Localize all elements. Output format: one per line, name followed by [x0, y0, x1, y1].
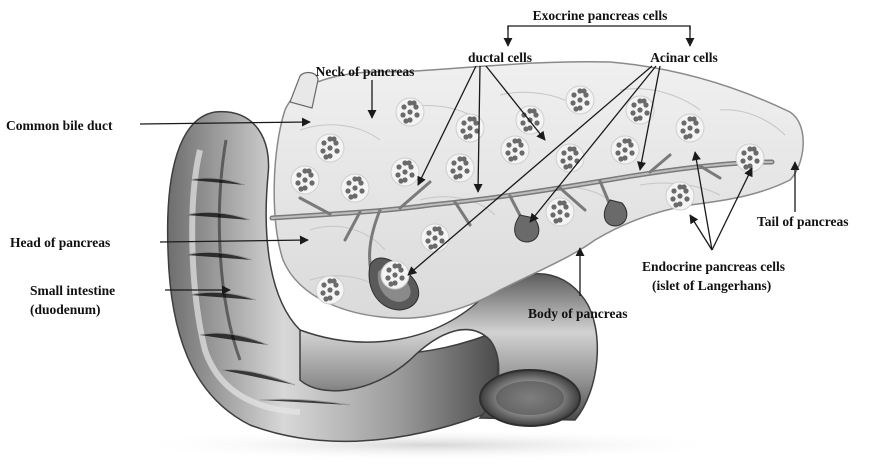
label-neck: Neck of pancreas: [316, 64, 415, 79]
islet-cluster: [556, 144, 584, 172]
islet-cluster: [666, 182, 694, 210]
label-head: Head of pancreas: [10, 235, 110, 250]
islet-cluster: [396, 98, 424, 126]
label-islet-langerhans: (islet of Langerhans): [652, 278, 771, 293]
islet-cluster: [381, 261, 409, 289]
islet-cluster: [546, 198, 574, 226]
islet-cluster: [566, 86, 594, 114]
islet-cluster: [611, 136, 639, 164]
islet-cluster: [391, 158, 419, 186]
exocrine-bracket: [508, 26, 690, 30]
islet-cluster: [446, 154, 474, 182]
islet-cluster: [676, 114, 704, 142]
islet-cluster: [421, 224, 449, 252]
label-duodenum: (duodenum): [30, 302, 101, 317]
islet-cluster: [736, 144, 764, 172]
label-ductal-cells: ductal cells: [468, 50, 532, 65]
label-exocrine-cells: Exocrine pancreas cells: [533, 8, 668, 23]
islet-cluster: [341, 174, 369, 202]
islet-cluster: [501, 136, 529, 164]
islet-cluster: [316, 276, 344, 304]
label-common-bile-duct: Common bile duct: [6, 118, 113, 133]
floor-shadow: [130, 429, 730, 461]
label-acinar-cells: Acinar cells: [650, 50, 718, 65]
islet-cluster: [291, 166, 319, 194]
islet-cluster: [316, 134, 344, 162]
label-body: Body of pancreas: [528, 306, 628, 321]
label-tail: Tail of pancreas: [757, 214, 849, 229]
label-small-intestine: Small intestine: [30, 283, 115, 298]
label-endocrine-cells: Endocrine pancreas cells: [642, 259, 785, 274]
islet-cluster: [516, 106, 544, 134]
